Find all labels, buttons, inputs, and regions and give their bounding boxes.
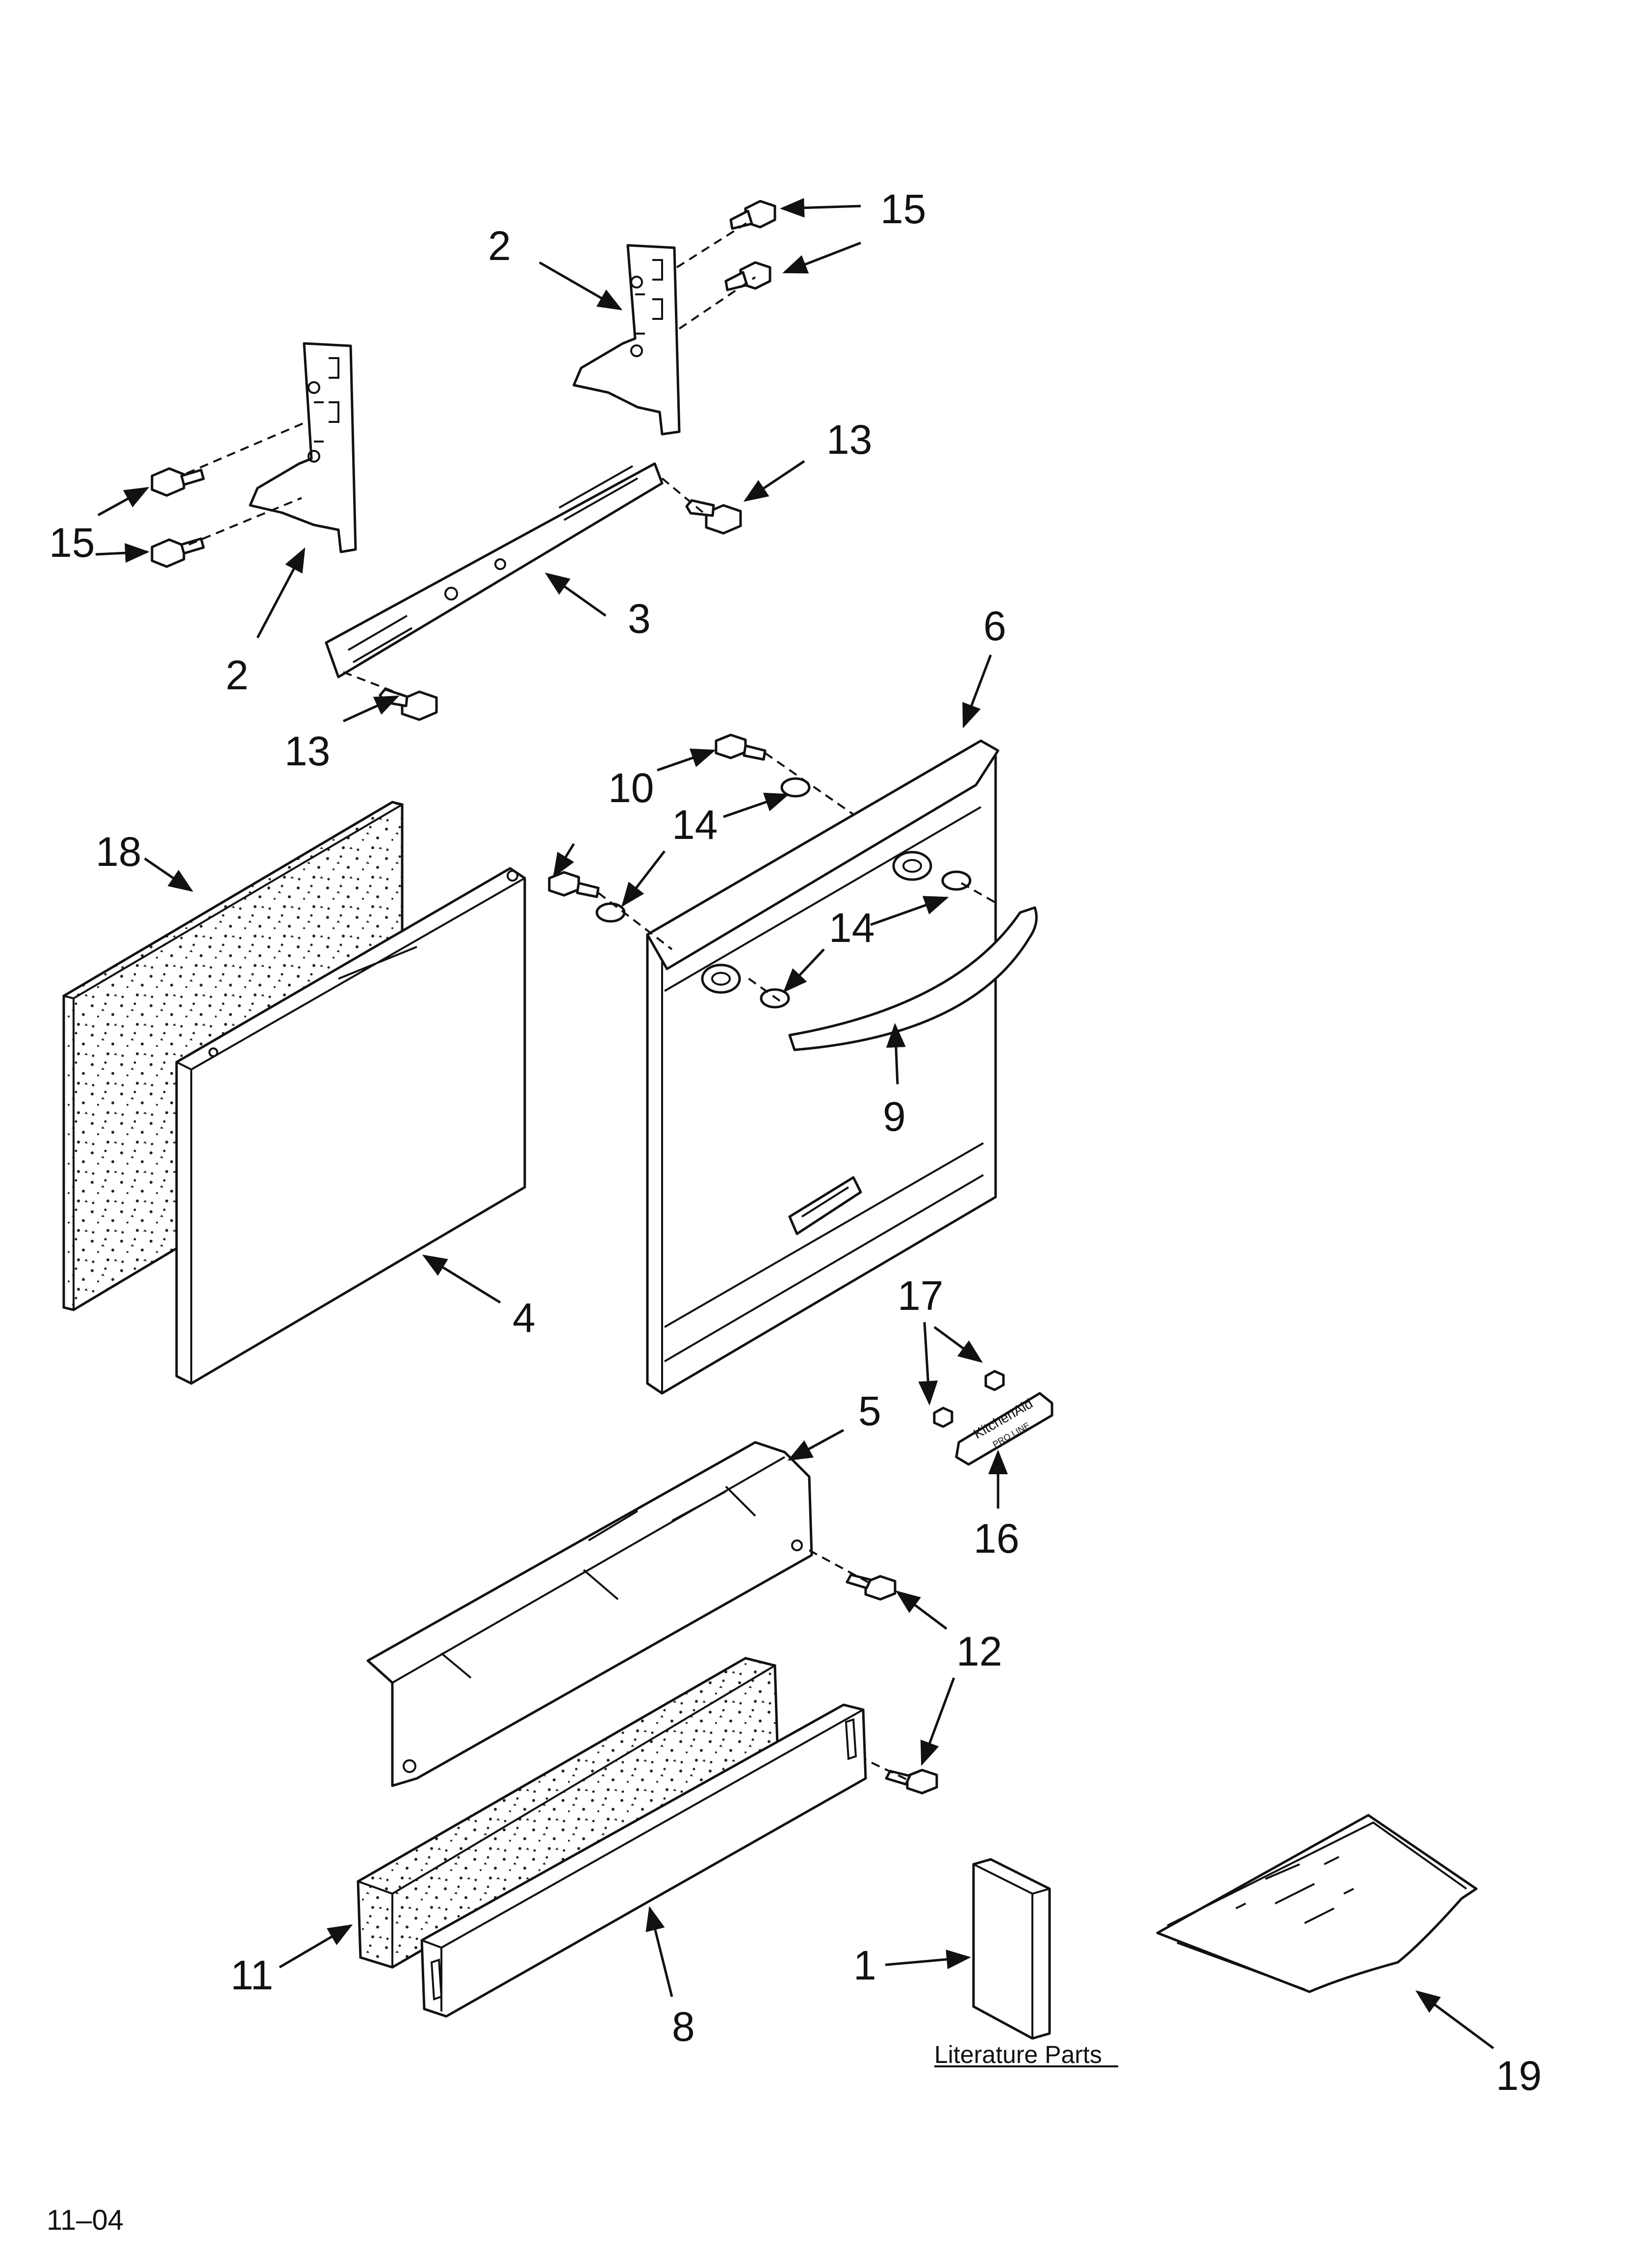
nut-17: [933, 1370, 1005, 1428]
callout-3: 3: [628, 596, 651, 642]
screw-12-upper: [846, 1573, 897, 1601]
callout-15-top: 15: [880, 186, 926, 232]
callout-13-upper: 13: [826, 417, 872, 463]
callout-19: 19: [1496, 2053, 1541, 2099]
outer-door-panel: [646, 739, 1000, 1395]
screw-15-c: [151, 467, 205, 497]
screw-13-upper: [685, 499, 742, 535]
screw-15-a: [729, 200, 776, 230]
literature-parts-label: Literature Parts: [934, 2041, 1102, 2068]
inner-door-panel: [175, 867, 526, 1385]
callout-12: 12: [956, 1628, 1002, 1674]
callout-2-right: 2: [488, 223, 511, 269]
callout-14-upper: 14: [672, 802, 718, 848]
hinge-bracket-left: [249, 342, 357, 553]
callout-6: 6: [983, 603, 1006, 649]
callout-11: 11: [231, 1952, 273, 1998]
door-handle: [788, 906, 1038, 1051]
callout-18: 18: [96, 829, 141, 875]
literature-booklet: [972, 1858, 1051, 2040]
callout-17: 17: [898, 1273, 943, 1319]
hardware-bag: [1156, 1814, 1478, 1993]
screw-10: [548, 733, 767, 898]
screw-15-b: [724, 261, 771, 291]
leader-lines: [95, 198, 1494, 2050]
footer-code: 11–04: [47, 2204, 124, 2236]
brand-badge: KitchenAid PRO LINE: [955, 1392, 1053, 1466]
callout-1: 1: [853, 1942, 876, 1988]
callout-2-left: 2: [226, 652, 249, 698]
callout-15-left: 15: [49, 520, 95, 566]
callout-5: 5: [858, 1388, 881, 1434]
screw-13-lower: [379, 688, 438, 721]
callout-13-lower: 13: [284, 728, 330, 774]
callout-4: 4: [513, 1295, 536, 1341]
screw-12-lower: [885, 1769, 938, 1795]
mounting-rail: [325, 462, 664, 678]
screw-15-d: [151, 537, 205, 568]
lower-bracket: [366, 1441, 813, 1787]
callout-16: 16: [974, 1515, 1019, 1562]
washer-14: [595, 777, 972, 1009]
kick-plate: [420, 1703, 867, 2018]
callout-9: 9: [883, 1094, 906, 1140]
callout-8: 8: [672, 2004, 695, 2050]
hinge-bracket-right: [572, 244, 681, 436]
callout-14-lower: 14: [829, 905, 874, 951]
callouts: 15 2 13 15 3 2 6 13 10 14 18 14 9 4 17 5…: [49, 186, 1541, 2099]
callout-10: 10: [608, 765, 654, 811]
